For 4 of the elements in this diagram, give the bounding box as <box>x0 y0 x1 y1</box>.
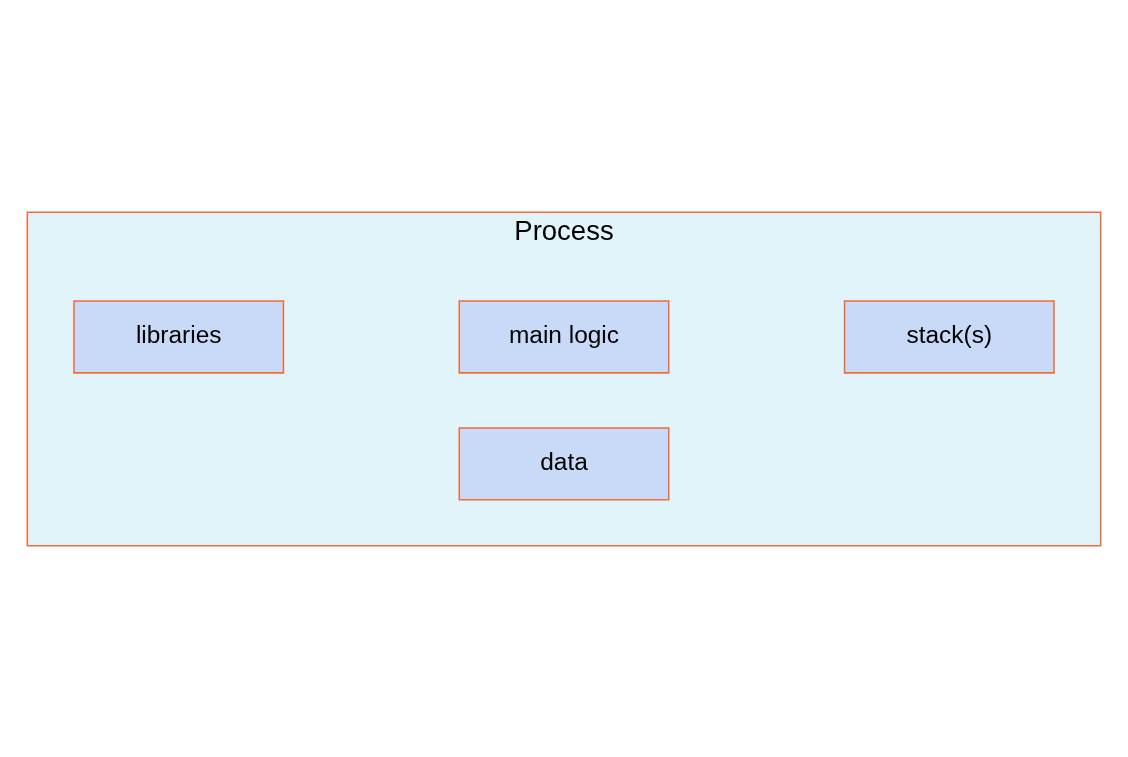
node-box: libraries <box>73 299 285 374</box>
node-box: data <box>458 426 670 501</box>
node-box: main logic <box>458 299 670 374</box>
node-box: stack(s) <box>843 299 1055 374</box>
